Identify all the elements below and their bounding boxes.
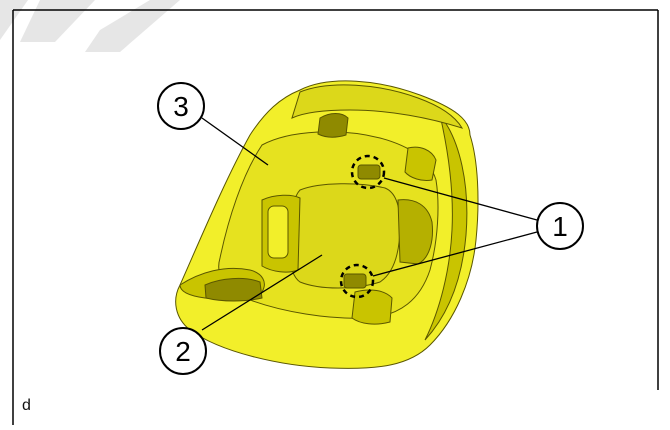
callout-2-label: 2 [175, 336, 191, 367]
bracket-part [175, 80, 479, 369]
clip-circle-lower [339, 263, 375, 299]
figure-corner-mark: d [22, 397, 31, 414]
clip-circle-upper [350, 154, 386, 190]
right-connector [397, 199, 433, 265]
leader-3 [201, 117, 269, 166]
leader-1-upper [383, 177, 538, 221]
center-block [288, 183, 401, 289]
watermark-marks [0, 0, 180, 52]
callout-1-label: 1 [552, 211, 568, 242]
bracket-top-slot [317, 113, 349, 138]
callout-2-circle [159, 327, 207, 375]
callout-1: 1 [536, 202, 584, 250]
callout-1-circle [536, 202, 584, 250]
callout-3-label: 3 [173, 91, 189, 122]
right-upper-tab [404, 146, 437, 181]
callout-3-circle [157, 82, 205, 130]
upper-clip [357, 164, 381, 180]
leader-2 [201, 254, 323, 331]
bracket-lower-slot [204, 277, 263, 302]
callout-2: 2 [159, 327, 207, 375]
leader-1-lower [372, 231, 538, 277]
bracket-top-ledge [291, 84, 464, 129]
bracket-right-rim [424, 114, 468, 341]
right-lower-lug [351, 289, 393, 325]
lower-clip [343, 273, 367, 289]
center-block-slot [267, 205, 289, 259]
callout-3: 3 [157, 82, 205, 130]
leader-lines [201, 117, 538, 331]
